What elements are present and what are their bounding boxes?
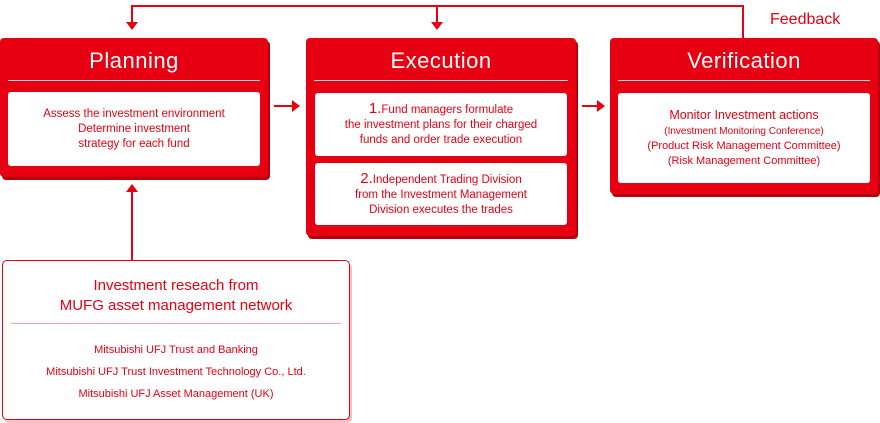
execution-step-2: 2.Independent Trading Division from the …	[315, 163, 567, 225]
arrow-research-planning-line	[131, 192, 133, 260]
arrow-research-planning-head	[126, 184, 138, 192]
verification-title: Verification	[687, 48, 801, 73]
feedback-arrow-execution	[431, 22, 443, 30]
feedback-label: Feedback	[770, 11, 841, 28]
verification-box: Verification Monitor Investment actions …	[610, 38, 878, 194]
research-title: Investment reseach from MUFG asset manag…	[3, 276, 349, 316]
execution-title: Execution	[390, 48, 492, 73]
research-title-line: MUFG asset management network	[59, 297, 293, 314]
step-1-line: funds and order trade execution	[359, 134, 523, 146]
step-2-line: Division executes the trades	[369, 203, 513, 216]
research-divider	[11, 323, 341, 324]
verification-divider	[618, 80, 870, 81]
research-box: Investment reseach from MUFG asset manag…	[2, 260, 350, 420]
planning-title: Planning	[89, 48, 179, 73]
planning-line: strategy for each fund	[78, 137, 190, 150]
planning-line: Assess the investment environment	[43, 107, 225, 120]
feedback-line-mid	[436, 5, 438, 23]
research-item: Mitsubishi UFJ Asset Management (UK)	[78, 388, 274, 400]
research-title-line: Investment reseach from	[93, 277, 259, 294]
arrow-execution-verification-line	[582, 105, 598, 107]
verification-line: (Risk Management Committee)	[667, 155, 821, 167]
step-2-line: from the Investment Management	[355, 188, 527, 201]
research-item: Mitsubishi UFJ Trust Investment Technolo…	[46, 366, 306, 378]
arrow-planning-execution-head	[292, 100, 300, 112]
step-1-line: the investment plans for their charged	[344, 119, 538, 131]
arrow-planning-execution-line	[274, 105, 294, 107]
feedback-line-left	[131, 5, 133, 23]
execution-divider	[314, 80, 568, 81]
verification-line: Monitor Investment actions	[669, 108, 819, 122]
execution-box: Execution 1.Fund managers formulate the …	[306, 38, 576, 236]
execution-step-1: 1.Fund managers formulate the investment…	[315, 93, 567, 156]
arrow-execution-verification-head	[597, 100, 605, 112]
step-2-number: 2.	[360, 169, 373, 187]
planning-line: Determine investment	[78, 122, 190, 135]
verification-line: (Product Risk Management Committee)	[647, 140, 841, 152]
step-1-number: 1.	[368, 100, 382, 117]
research-list: Mitsubishi UFJ Trust and Banking Mitsubi…	[3, 339, 349, 405]
planning-box: Planning Assess the investment environme…	[0, 38, 268, 177]
step-2-line: Independent Trading Division	[372, 173, 522, 186]
feedback-arrow-planning	[126, 22, 138, 30]
step-1-line: Fund managers formulate	[381, 104, 514, 116]
verification-content: Monitor Investment actions (Investment M…	[618, 93, 870, 183]
planning-divider	[8, 80, 260, 81]
planning-content: Assess the investment environment Determ…	[8, 92, 260, 166]
verification-line: (Investment Monitoring Conference)	[664, 126, 824, 137]
research-item: Mitsubishi UFJ Trust and Banking	[94, 344, 258, 356]
feedback-line-right	[742, 5, 744, 39]
